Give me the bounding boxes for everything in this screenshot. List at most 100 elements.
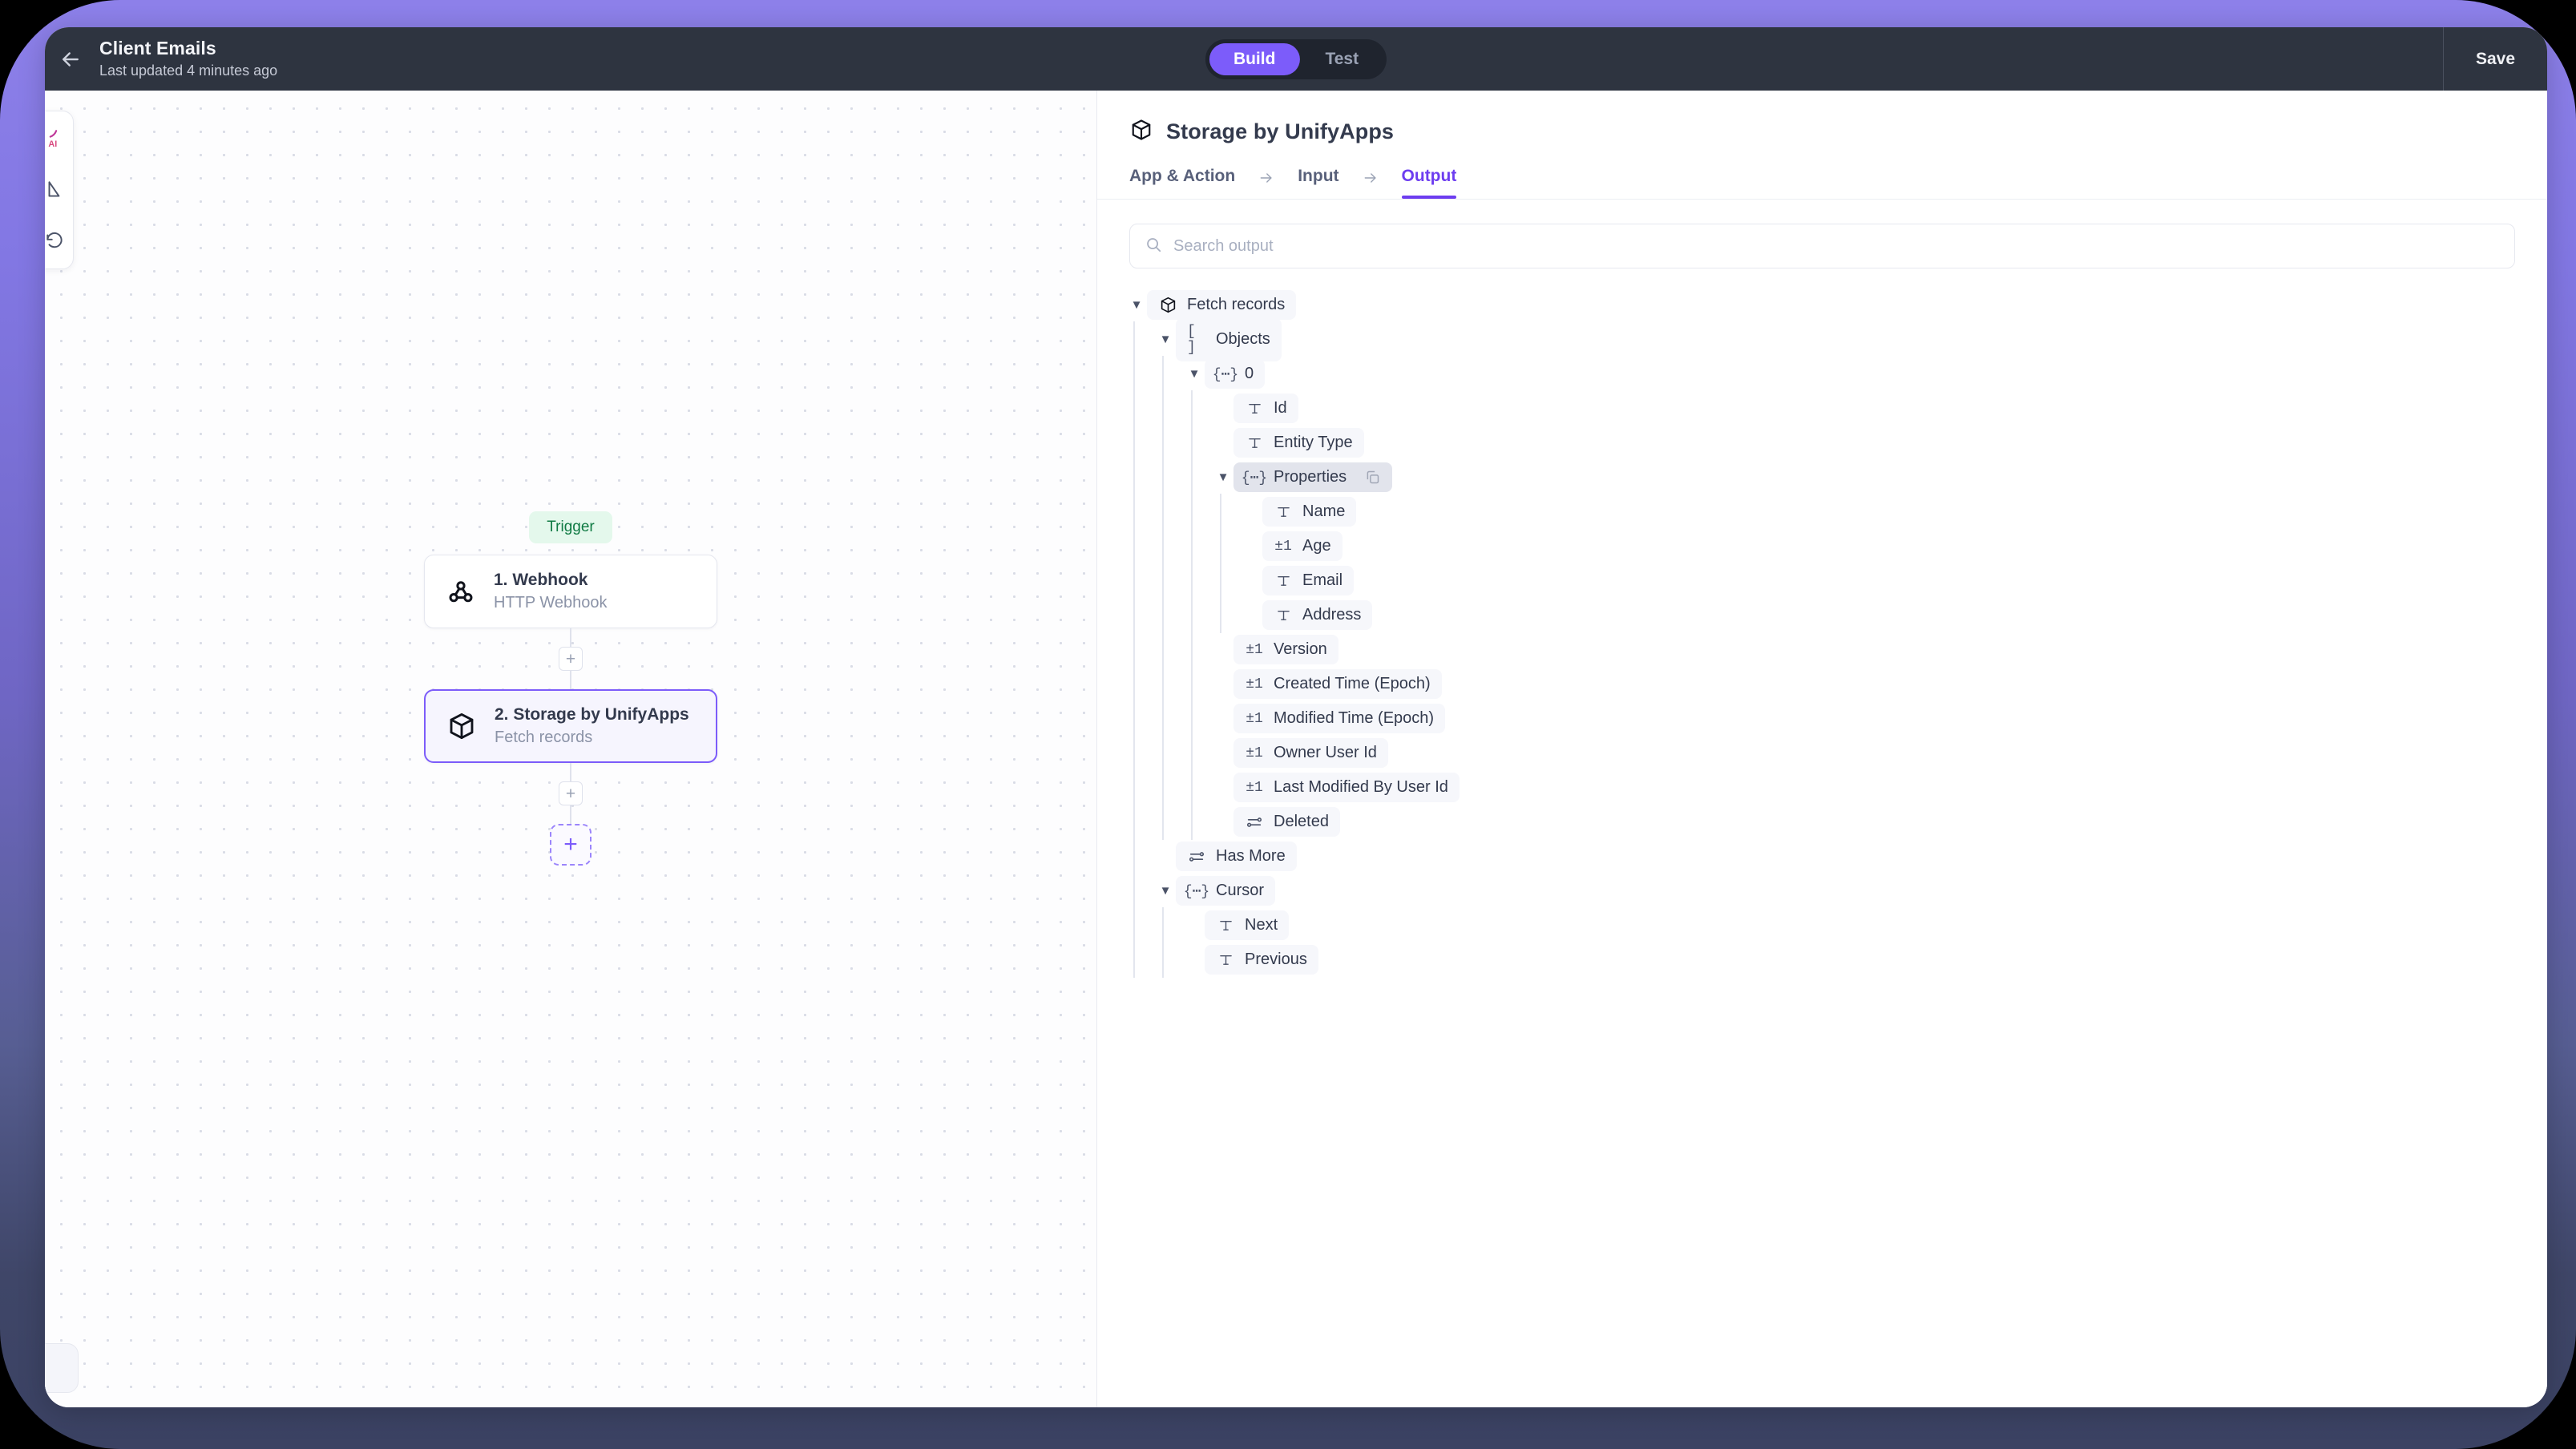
topbar-right-group: Save (2442, 27, 2547, 91)
tree-indent-guide (1155, 907, 1184, 943)
tree-node-chip[interactable]: Next (1205, 910, 1290, 940)
tree-row[interactable]: ▼ [ ]Objects (1126, 317, 2515, 361)
number-type-icon: ±1 (1246, 779, 1263, 796)
tree-node-chip[interactable]: Previous (1205, 945, 1318, 975)
tree-node-chip[interactable]: Deleted (1233, 807, 1340, 837)
tree-indent-guide (1155, 769, 1184, 805)
tree-row[interactable]: Id (1126, 390, 2515, 426)
connector-1: + (559, 628, 583, 689)
tree-row[interactable]: Address (1126, 597, 2515, 633)
tree-node-chip[interactable]: [ ]Objects (1176, 317, 1282, 361)
add-step-button[interactable]: + (550, 824, 592, 866)
tree-node-chip[interactable]: {⋯}0 (1205, 359, 1266, 389)
node-subtitle: Fetch records (495, 729, 593, 746)
tab-app-and-action[interactable]: App & Action (1129, 167, 1236, 185)
chevron-down-icon[interactable]: ▼ (1130, 298, 1143, 312)
tab-test[interactable]: Test (1325, 49, 1359, 68)
tree-row[interactable]: Next (1126, 907, 2515, 943)
tree-node-chip[interactable]: Fetch records (1147, 290, 1297, 320)
tree-row[interactable]: ±1 Last Modified By User Id (1126, 769, 2515, 805)
tree-row[interactable]: ▼ {⋯}Cursor (1126, 873, 2515, 909)
tree-node-label: Last Modified By User Id (1274, 778, 1448, 796)
cursor-icon[interactable] (45, 174, 73, 206)
tree-indent-guide (1126, 563, 1155, 599)
tree-indent-guide (1126, 528, 1155, 564)
tree-node-chip[interactable]: {⋯}Cursor (1176, 876, 1276, 906)
tree-node-chip[interactable]: Entity Type (1233, 428, 1364, 458)
chevron-down-icon[interactable]: ▼ (1159, 884, 1172, 898)
tree-row[interactable]: Has More (1126, 838, 2515, 874)
tree-node-chip[interactable]: Id (1233, 394, 1298, 423)
tree-row[interactable]: ▼ Fetch records (1126, 288, 2515, 322)
tree-node-label: Properties (1274, 468, 1347, 486)
tree-indent-guide (1184, 390, 1213, 426)
tree-row[interactable]: Deleted (1126, 804, 2515, 840)
node-storage-by-unifyapps[interactable]: 2. Storage by UnifyApps Fetch records (424, 689, 717, 763)
chevron-down-icon[interactable]: ▼ (1159, 333, 1172, 346)
page-title: Client Emails (99, 38, 216, 59)
tree-node-chip[interactable]: {⋯} Properties (1233, 462, 1393, 492)
zoom-control[interactable] (45, 1343, 79, 1393)
tab-input[interactable]: Input (1298, 167, 1339, 185)
tree-row[interactable]: Email (1126, 563, 2515, 599)
tree-indent-guide (1184, 425, 1213, 461)
tree-node-chip[interactable]: Address (1262, 600, 1373, 630)
tree-node-label: Owner User Id (1274, 744, 1377, 761)
tree-node-label: Modified Time (Epoch) (1274, 709, 1435, 727)
tab-output[interactable]: Output (1401, 167, 1456, 199)
panel-title: Storage by UnifyApps (1166, 119, 1395, 143)
node-webhook[interactable]: 1. Webhook HTTP Webhook (424, 555, 717, 628)
tree-node-chip[interactable]: Email (1262, 566, 1355, 595)
tree-node-label: Deleted (1274, 813, 1329, 830)
tree-row[interactable]: ▼ {⋯}0 (1126, 356, 2515, 392)
object-type-icon: {⋯} (1241, 470, 1268, 486)
tree-node-chip[interactable]: Has More (1176, 842, 1297, 871)
svg-text:AI: AI (48, 139, 57, 149)
tree-node-chip[interactable]: Name (1262, 497, 1357, 527)
workflow-canvas[interactable]: AI (45, 91, 1096, 1407)
webhook-icon (442, 576, 479, 607)
tree-row[interactable]: Previous (1126, 942, 2515, 978)
chevron-down-icon[interactable]: ▼ (1217, 470, 1229, 484)
tree-indent-guide (1126, 425, 1155, 461)
tree-indent-guide (1126, 459, 1155, 495)
node-webhook-text: 1. Webhook HTTP Webhook (494, 570, 608, 613)
tree-node-label: Version (1274, 640, 1327, 658)
array-type-icon: [ ] (1187, 323, 1196, 356)
tree-node-chip[interactable]: ±1 Last Modified By User Id (1233, 773, 1460, 802)
chevron-down-icon[interactable]: ▼ (1188, 367, 1201, 381)
add-node-button-2[interactable]: + (559, 781, 583, 805)
tree-node-label: Email (1302, 571, 1343, 589)
tab-build[interactable]: Build (1209, 42, 1300, 75)
history-icon[interactable] (45, 225, 73, 257)
tree-row[interactable]: Entity Type (1126, 425, 2515, 461)
tree-indent-guide (1155, 459, 1184, 495)
flow-column: Trigger (410, 511, 731, 866)
tree-node-label: Entity Type (1274, 434, 1353, 451)
tree-indent-guide (1184, 563, 1213, 599)
save-button[interactable]: Save (2475, 49, 2515, 68)
search-output-field[interactable] (1129, 224, 2515, 268)
search-input[interactable] (1173, 236, 2500, 256)
tree-indent-guide (1155, 735, 1184, 771)
back-arrow-icon[interactable] (45, 27, 96, 91)
copy-icon[interactable] (1364, 469, 1381, 486)
ai-icon[interactable]: AI (45, 123, 73, 155)
tree-indent-guide (1126, 666, 1155, 702)
tree-row[interactable]: Name (1126, 494, 2515, 530)
add-node-button-1[interactable]: + (559, 647, 583, 671)
tree-row[interactable]: ▼ {⋯} Properties (1126, 459, 2515, 495)
tree-indent-guide (1155, 666, 1184, 702)
text-type-icon (1245, 400, 1264, 417)
